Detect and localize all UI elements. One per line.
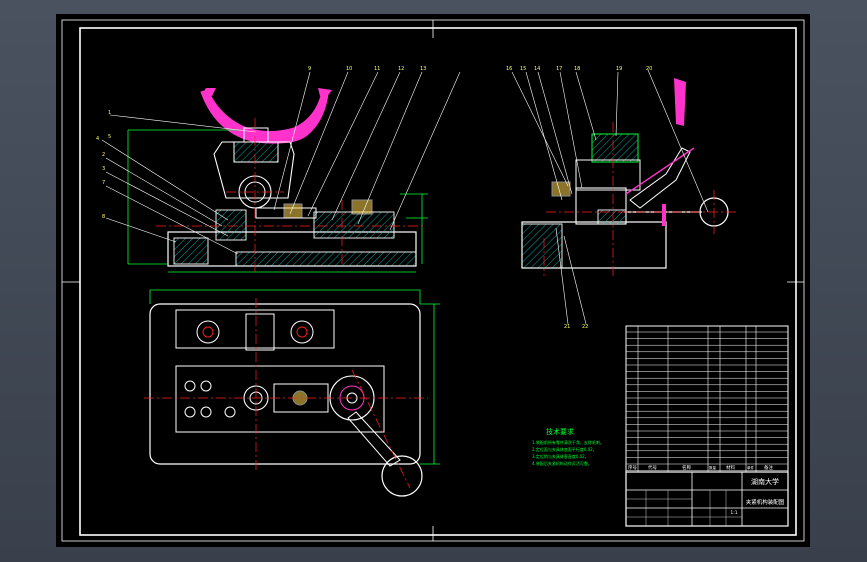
col-weight: 单件 [747,465,755,470]
top-view [144,289,440,497]
callout-label: 11 [374,66,380,72]
callout-label: 20 [646,66,652,72]
tech-title: 技术要求 [546,427,574,436]
callout-label: 3 [102,166,105,172]
tech-line-1: 1.装配前所有零件清洗干净，去除毛刺。 [532,439,604,445]
callout-label: 7 [102,180,105,186]
callout-label: 21 [564,324,570,330]
col-code: 代号 [648,464,657,471]
callout-label: 9 [308,66,311,72]
callout-label: 4 [96,136,99,142]
callout-label: 17 [556,66,562,72]
side-view-callouts: 16 15 14 17 18 19 20 21 22 [506,66,652,330]
callout-label: 10 [346,66,352,72]
front-view-callouts: 1 4 5 2 3 7 8 9 10 11 12 13 [96,66,426,220]
tech-line-2: 2.定位面与夹具体底面平行度0.02。 [532,446,597,452]
inner-frame [79,27,797,536]
col-note: 备注 [764,464,773,471]
callout-label: 22 [582,324,588,330]
center-marks [62,20,804,541]
callout-label: 14 [534,66,540,72]
drawing-scale: 1:1 [730,510,737,516]
school-name: 湖南大学 [751,477,779,486]
callout-label: 18 [574,66,580,72]
callout-label: 19 [616,66,622,72]
callout-label: 15 [520,66,526,72]
callout-label: 12 [398,66,404,72]
front-view: 1 4 5 2 3 7 8 9 10 11 12 13 [96,66,461,273]
tech-line-3: 3.定位销与夹具体垂直度0.02。 [532,453,589,459]
col-name: 名称 [682,464,691,471]
callout-label: 13 [420,66,426,72]
outer-frame [61,19,805,542]
workpiece-fork [200,89,329,144]
callout-label: 2 [102,152,105,158]
tech-line-4: 4.装配后夹紧机构动作灵活可靠。 [532,460,592,466]
col-material: 材料 [726,464,735,471]
col-seq: 序号 [628,464,637,471]
callout-label: 5 [108,134,111,140]
drawing-name: 夹紧机构装配图 [746,498,785,506]
technical-requirements: 技术要求 1.装配前所有零件清洗干净，去除毛刺。 2.定位面与夹具体底面平行度0… [532,427,604,466]
callout-label: 16 [506,66,512,72]
callout-label: 1 [108,110,111,116]
callout-label: 8 [102,214,105,220]
title-block: 湖南大学 夹紧机构装配图 1:1 [625,471,789,527]
parts-list: 序号 代号 名称 数量 材料 单件 备注 [625,325,789,473]
col-qty: 数量 [709,465,717,470]
side-view: 16 15 14 17 18 19 20 21 22 [506,66,736,330]
